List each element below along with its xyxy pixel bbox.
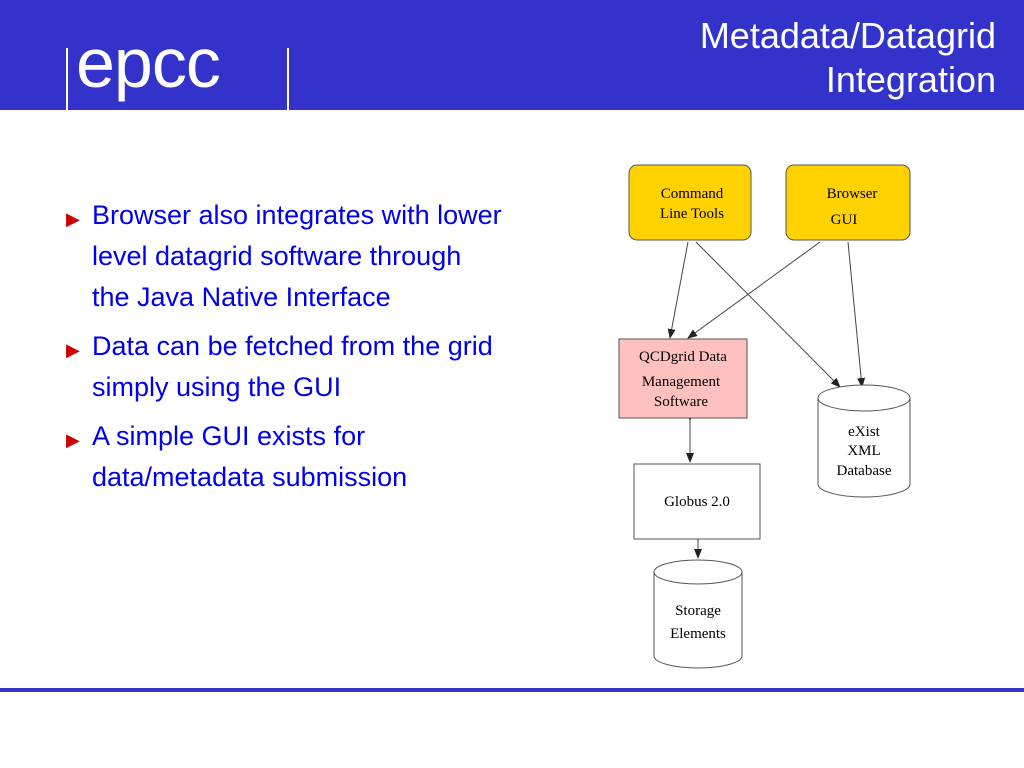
triangle-bullet-icon: ▶ xyxy=(66,209,80,229)
browser-gui-box xyxy=(785,164,911,241)
exist-label-3: Database xyxy=(837,463,892,479)
bullet-item: ▶ Browser also integrates with lower lev… xyxy=(62,195,502,318)
architecture-diagram: Command Line Tools Browser GUI QCDgrid D… xyxy=(618,164,911,669)
storage-elements-cylinder xyxy=(653,559,743,669)
logo-left-bar xyxy=(66,48,68,112)
bullet-text: A simple GUI exists for data/metadata su… xyxy=(92,421,408,492)
qcdgrid-label-3: Software xyxy=(654,394,708,410)
exist-database-cylinder xyxy=(817,384,911,498)
qcdgrid-box xyxy=(618,338,748,419)
bullet-item: ▶ Data can be fetched from the grid simp… xyxy=(62,326,502,408)
command-line-tools-label-1: Command xyxy=(661,186,724,202)
bullet-text: Data can be fetched from the grid simply… xyxy=(92,331,493,402)
footer-divider xyxy=(0,688,1024,692)
command-line-tools-label-2: Line Tools xyxy=(660,206,724,222)
exist-label-1: eXist xyxy=(848,424,880,440)
command-line-tools-box xyxy=(628,164,752,241)
qcdgrid-label-1: QCDgrid Data xyxy=(639,349,727,365)
bullet-list: ▶ Browser also integrates with lower lev… xyxy=(62,195,502,506)
browser-to-qcdgrid-arrow xyxy=(687,241,821,339)
logo-right-bar xyxy=(287,48,289,112)
browser-gui-label-1: Browser xyxy=(827,186,878,202)
exist-label-2: XML xyxy=(847,443,880,459)
header-divider xyxy=(0,110,1024,112)
triangle-bullet-icon: ▶ xyxy=(66,340,80,360)
bullet-item: ▶ A simple GUI exists for data/metadata … xyxy=(62,416,502,498)
browser-to-exist-arrow xyxy=(847,241,866,388)
globus-box xyxy=(633,463,761,540)
bullet-text: Browser also integrates with lower level… xyxy=(92,200,502,312)
slide-title-line-2: Integration xyxy=(825,59,996,100)
globus-label: Globus 2.0 xyxy=(664,494,730,510)
storage-label-1: Storage xyxy=(675,603,721,619)
triangle-bullet-icon: ▶ xyxy=(66,430,80,450)
qcdgrid-label-2: Management xyxy=(642,374,721,390)
slide-title-line-1: Metadata/Datagrid xyxy=(699,15,996,56)
cmd-to-exist-arrow xyxy=(695,241,841,388)
storage-label-2: Elements xyxy=(670,626,726,642)
cmd-to-qcdgrid-arrow xyxy=(667,241,689,339)
slide-title: Metadata/Datagrid Integration xyxy=(556,14,996,102)
epcc-logo: epcc xyxy=(76,24,221,102)
slide-header xyxy=(0,0,1024,112)
browser-gui-label-2: GUI xyxy=(831,212,858,228)
